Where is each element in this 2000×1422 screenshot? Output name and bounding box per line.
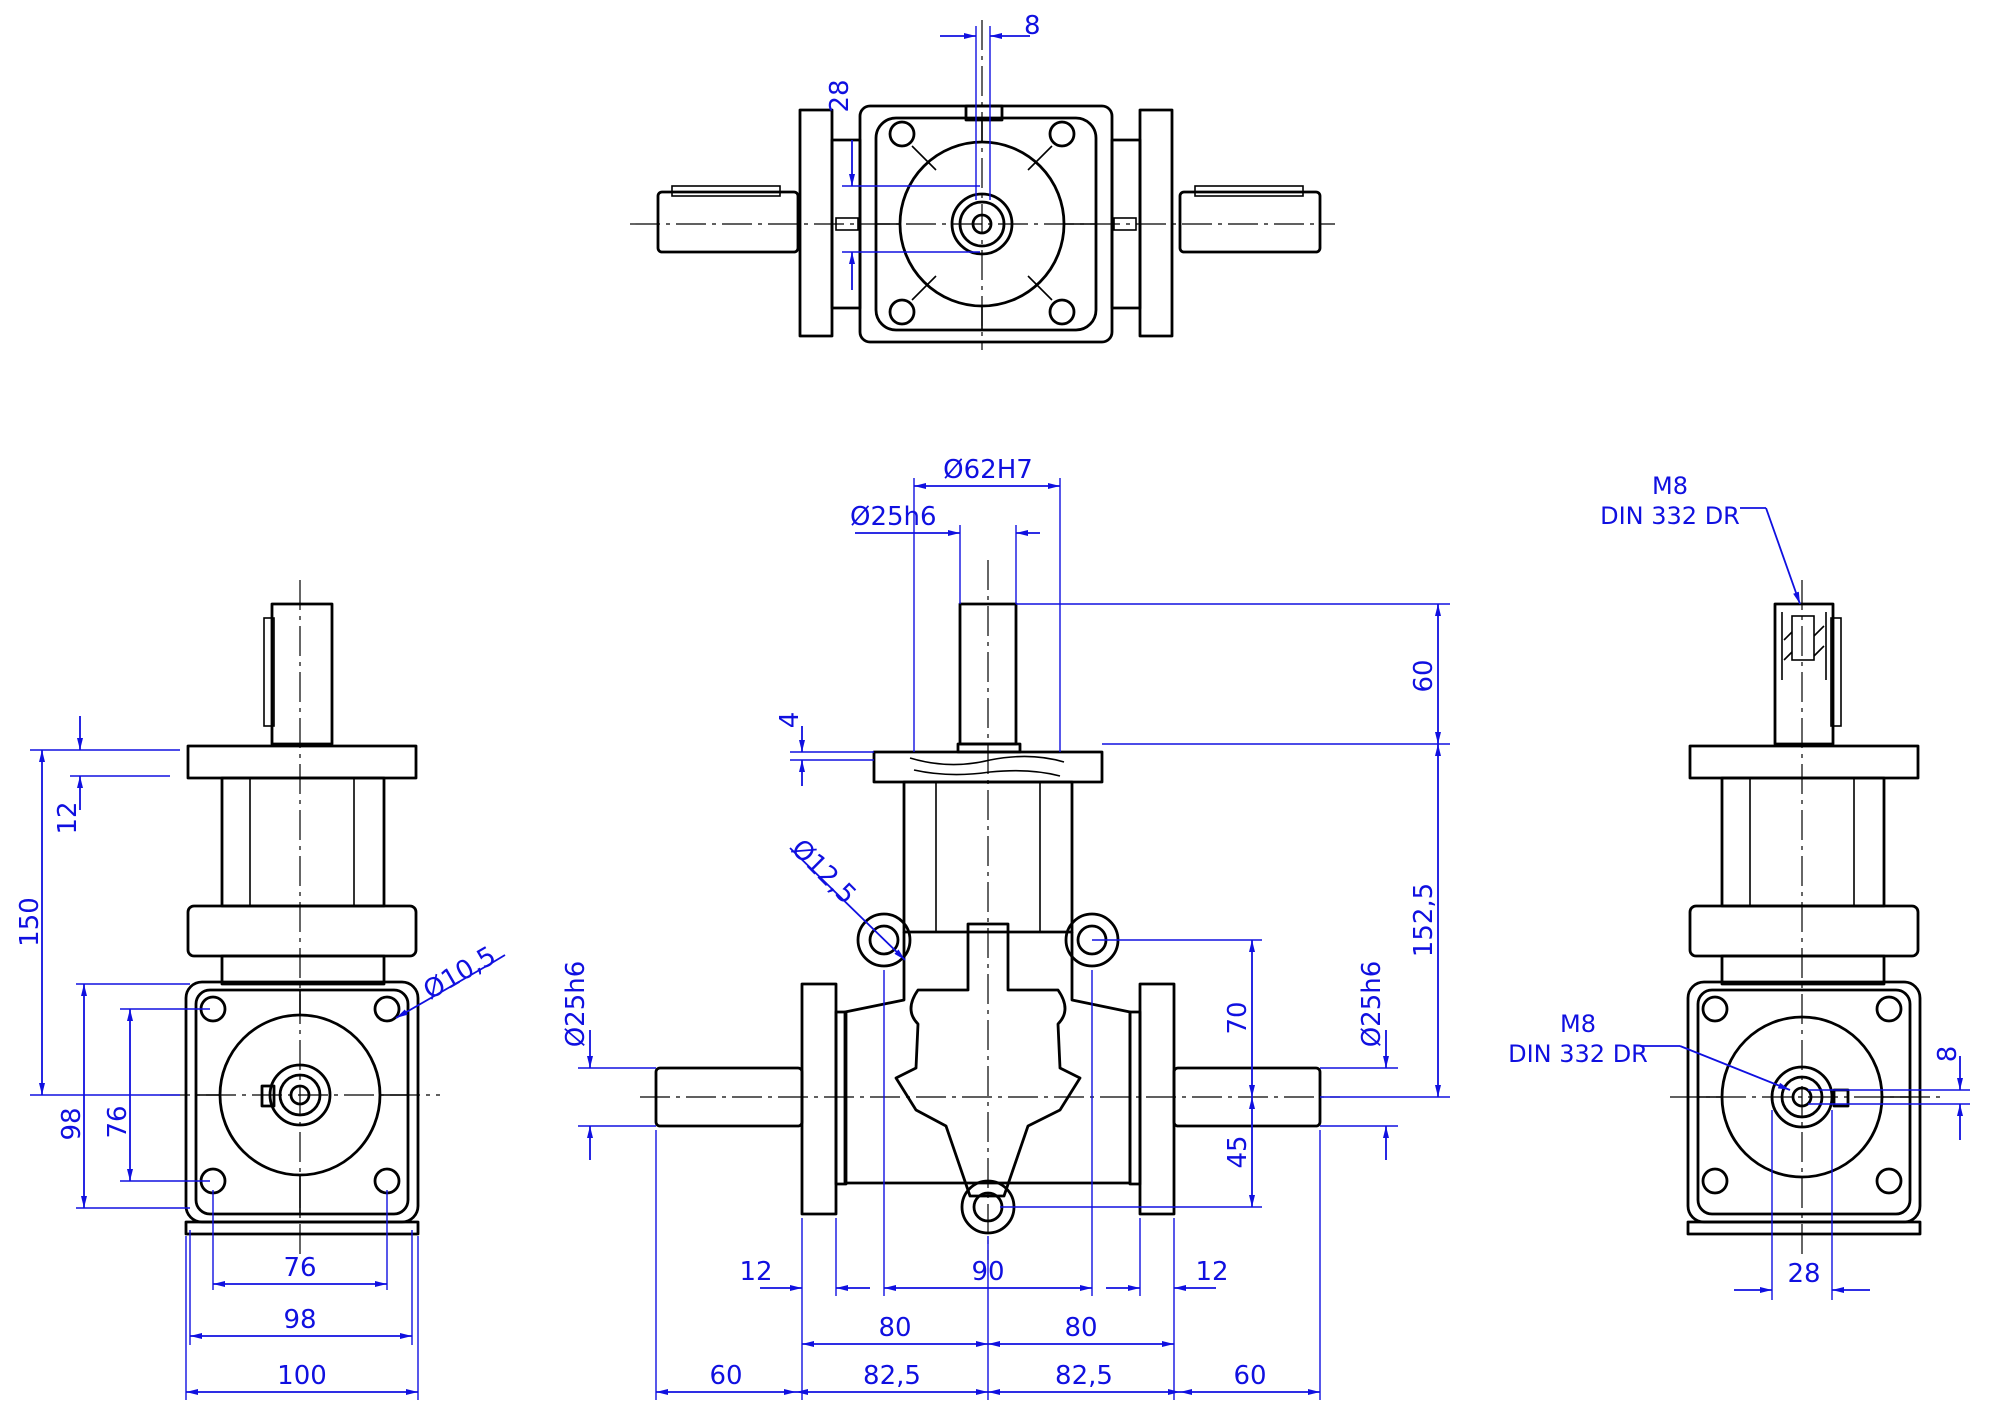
front-right-flange-label: 12 bbox=[1195, 1257, 1228, 1287]
left-body-height-label: 98 bbox=[57, 1107, 87, 1140]
front-hole-diameter-label: Ø12,5 bbox=[785, 834, 862, 911]
right-side-thread-label-1: M8 bbox=[1560, 1010, 1596, 1038]
front-right-shaft-diameter-label: Ø25h6 bbox=[1357, 961, 1387, 1048]
front-dim-70-label: 70 bbox=[1223, 1001, 1253, 1034]
right-top-thread-label-1: M8 bbox=[1652, 472, 1688, 500]
left-flange-label: 12 bbox=[53, 801, 83, 834]
front-left-80-label: 80 bbox=[878, 1313, 911, 1343]
front-left-shaft-diameter-label: Ø25h6 bbox=[561, 961, 591, 1048]
right-side-8-label: 8 bbox=[1933, 1046, 1963, 1063]
front-top-shaft-diameter-label: Ø25h6 bbox=[850, 502, 937, 532]
front-flange-thickness-label: 4 bbox=[775, 712, 805, 729]
front-right-82-5-label: 82,5 bbox=[1055, 1361, 1113, 1391]
left-total-width-label: 100 bbox=[277, 1361, 327, 1391]
left-hole-spacing-v-label: 76 bbox=[103, 1105, 133, 1138]
right-view: M8 DIN 332 DR M8 DIN 332 DR 8 28 bbox=[1508, 472, 1970, 1300]
front-bore-diameter-label: Ø62H7 bbox=[943, 455, 1033, 485]
left-height-label: 150 bbox=[15, 897, 45, 947]
front-top-shaft-length-label: 60 bbox=[1409, 659, 1439, 692]
right-side-28-label: 28 bbox=[1787, 1259, 1820, 1289]
left-body-width-label: 98 bbox=[283, 1305, 316, 1335]
front-left-flange-label: 12 bbox=[739, 1257, 772, 1287]
left-hole-spacing-h-label: 76 bbox=[283, 1253, 316, 1283]
left-hole-diameter-label: Ø10,5 bbox=[419, 941, 502, 1006]
front-right-shaft-length-label: 60 bbox=[1233, 1361, 1266, 1391]
front-height-label: 152,5 bbox=[1409, 883, 1439, 957]
top-view: 8 28 bbox=[630, 11, 1335, 350]
left-view: 150 12 98 76 Ø10,5 76 98 100 bbox=[15, 580, 506, 1400]
top-key-width-label: 8 bbox=[1024, 11, 1041, 41]
front-left-shaft-length-label: 60 bbox=[709, 1361, 742, 1391]
right-top-thread-label-2: DIN 332 DR bbox=[1600, 502, 1740, 530]
front-hole-spacing-label: 90 bbox=[971, 1257, 1004, 1287]
top-key-height-label: 28 bbox=[825, 79, 855, 112]
front-dim-45-label: 45 bbox=[1223, 1135, 1253, 1168]
front-right-80-label: 80 bbox=[1064, 1313, 1097, 1343]
front-left-82-5-label: 82,5 bbox=[863, 1361, 921, 1391]
front-view: Ø62H7 Ø25h6 60 4 152,5 Ø12,5 70 45 Ø25h6 bbox=[561, 455, 1450, 1400]
right-side-thread-label-2: DIN 332 DR bbox=[1508, 1040, 1648, 1068]
